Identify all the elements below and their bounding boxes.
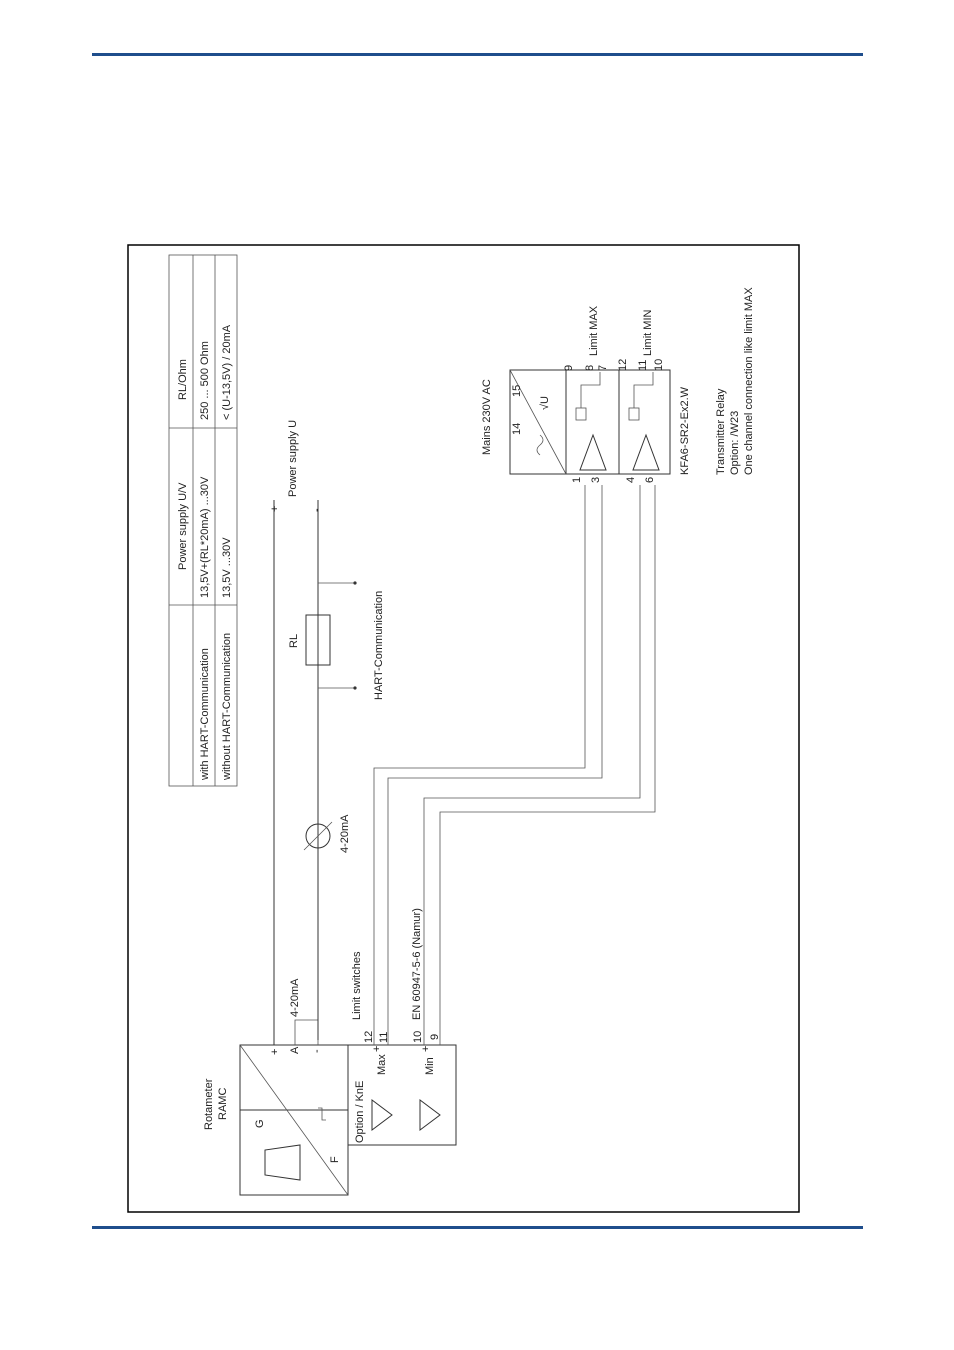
table-row1-rl: 250 ... 500 Ohm [199, 341, 211, 420]
relay-label-3: One channel connection like limit MAX [743, 287, 755, 475]
t9-label: 9 [429, 1034, 441, 1040]
option-label: Option / KnE [354, 1081, 366, 1143]
namur-label: EN 60947-5-6 (Namur) [411, 908, 423, 1020]
r6-label: 6 [644, 477, 656, 483]
relay-amp-max-icon [579, 433, 607, 471]
plus-terminal-label: + [269, 1049, 281, 1055]
min-label: Min [424, 1057, 436, 1075]
max-label: Max [376, 1054, 388, 1075]
ramc-label: RAMC [217, 1088, 229, 1120]
t10-label: 10 [412, 1031, 424, 1043]
t11-label: 11 [378, 1032, 390, 1043]
relay-label-1: Transmitter Relay [715, 388, 727, 475]
relay-unit: √U Mains 230V AC 14 15 1 3 4 6 9 8 7 12 … [481, 287, 755, 483]
f-label: F [329, 1156, 341, 1163]
t12-label: 12 [363, 1031, 375, 1043]
relay-label-2: Option: /W23 [729, 411, 741, 475]
r1-label: 1 [571, 477, 583, 483]
flow-tube-icon [264, 1144, 301, 1181]
a-terminal-label: A [289, 1046, 301, 1054]
r3-label: 3 [590, 477, 602, 483]
table-row2-rl: < (U-13,5V) / 20mA [221, 324, 233, 420]
spec-table: Power supply U/V RL/Ohm with HART-Commun… [168, 254, 238, 787]
r7-label: 7 [597, 365, 609, 371]
r15-label: 15 [511, 385, 523, 397]
r4-label: 4 [625, 477, 637, 483]
ps-plus-label: + [269, 506, 281, 512]
table-row1-label: with HART-Communication [199, 648, 211, 781]
limit-min-label: Limit MIN [642, 310, 654, 357]
r14-label: 14 [511, 423, 523, 435]
power-supply-label: Power supply U [287, 420, 299, 497]
r9-label: 9 [563, 365, 575, 371]
table-row1-power: 13,5V+(RL*20mA) ...30V [199, 476, 211, 598]
diagram-frame [127, 244, 800, 1213]
sqrt-u-label: √U [539, 396, 551, 410]
table-row2-label: without HART-Communication [221, 633, 233, 781]
table-header-power: Power supply U/V [177, 482, 189, 570]
table-row2-power: 13,5V ...30V [221, 537, 233, 598]
minus-terminal-label: - [311, 1049, 323, 1053]
current-left-label: 4-20mA [289, 978, 301, 1017]
top-rule [92, 53, 863, 56]
ammeter-icon [305, 823, 331, 849]
g-label: G [254, 1119, 266, 1128]
table-header-rl: RL/Ohm [177, 359, 189, 400]
kfa-label: KFA6-SR2-Ex2.W [679, 386, 691, 475]
hart-label: HART-Communication [373, 591, 385, 700]
triangle-max-icon [371, 1099, 393, 1131]
current-meter-label: 4-20mA [339, 814, 351, 853]
r10-label: 10 [653, 359, 665, 371]
limit-switch-wiring [373, 485, 656, 1045]
r12-label: 12 [617, 359, 629, 371]
bottom-rule [92, 1226, 863, 1229]
ps-minus-label: - [311, 508, 323, 512]
current-loop-wiring: 4-20mA 4-20mA RL HART-Communication Powe… [269, 420, 385, 1045]
ac-wave-icon [536, 434, 544, 456]
r11-label: 11 [637, 360, 649, 371]
triangle-min-icon [419, 1099, 441, 1131]
limit-max-label: Limit MAX [588, 305, 600, 356]
load-resistor [305, 614, 331, 666]
rotameter-label: Rotameter [203, 1078, 215, 1130]
mains-label: Mains 230V AC [481, 379, 493, 455]
limit-switches-label: Limit switches [351, 951, 363, 1020]
output-signal-icon [318, 1107, 326, 1121]
relay-amp-min-icon [632, 433, 660, 471]
option-box: Option / KnE Max Min + + 12 11 10 9 Limi… [347, 908, 457, 1146]
min-plus: + [420, 1046, 432, 1052]
max-plus: + [371, 1046, 383, 1052]
rl-label: RL [288, 634, 300, 648]
r8-label: 8 [584, 365, 596, 371]
rotameter-device: Rotameter RAMC G F + A - [203, 1044, 349, 1196]
